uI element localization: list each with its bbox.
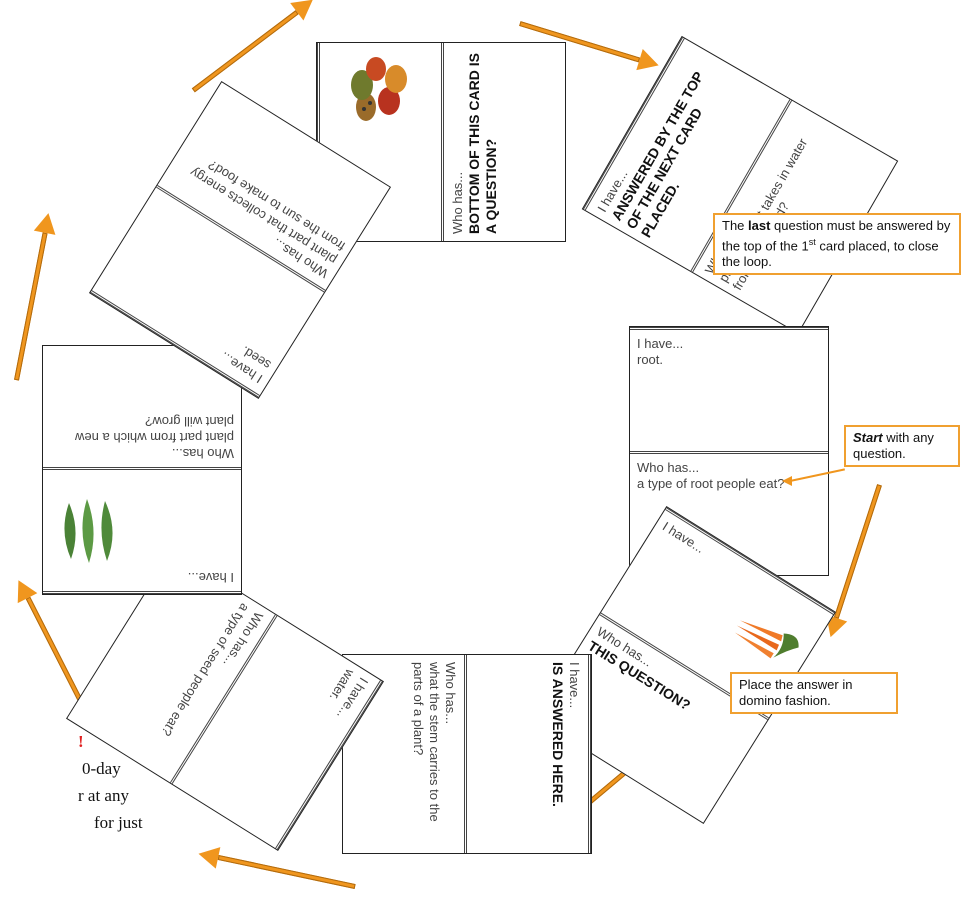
callout-sup: st — [808, 237, 816, 247]
card-question-text: what the stem carries to the parts of a … — [411, 662, 442, 822]
card-answered-next: I have... ANSWERED BY THE TOP OF THE NEX… — [581, 35, 899, 335]
card-answer-half: I have... — [317, 43, 441, 241]
cropped-line: r at any — [78, 786, 129, 805]
i-have-label: I have... — [187, 570, 234, 585]
carrots-image — [734, 620, 799, 659]
callout-text: The — [722, 218, 749, 233]
card-answer-half: I have... IS ANSWERED HERE. — [467, 655, 591, 853]
who-has-label: Who has... — [450, 171, 465, 234]
who-has-label: Who has... — [443, 662, 458, 725]
callout-bold: last — [748, 218, 771, 233]
card-question-text: plant part from which a new plant will g… — [75, 414, 234, 445]
card-answer-text: root. — [637, 352, 664, 367]
arrow-right-icon — [190, 0, 320, 94]
pointer-arrowhead-icon — [782, 476, 792, 486]
arrow-up-left-icon — [8, 575, 86, 707]
cropped-exclamation: ! — [78, 732, 84, 751]
card-question-half: Who has... a type of root people eat? — [630, 451, 828, 575]
card-answer-half: I have... root. — [630, 327, 828, 451]
i-have-label: I have... — [637, 336, 684, 351]
who-has-label: Who has... — [637, 460, 700, 475]
card-carrots: I have... Who has... THIS QUESTION? — [533, 506, 837, 824]
i-have-label: I have... — [567, 662, 582, 709]
callout-bold: Start — [853, 430, 883, 445]
card-question-text: a type of root people eat? — [637, 476, 785, 491]
cropped-line: for just — [94, 813, 143, 832]
card-peas: I have... Who has... plant part from whi… — [42, 345, 242, 595]
cropped-side-text: ! 0-day r at any for just — [0, 728, 143, 836]
card-answer-text: IS ANSWERED HERE. — [550, 662, 566, 807]
arrow-down-icon — [820, 483, 885, 641]
autumn-leaves-image — [351, 57, 407, 121]
card-leaves: I have... Who has... BOTTOM OF THIS CARD… — [316, 42, 566, 242]
arrow-left-icon — [196, 842, 356, 892]
callout-text: card placed, to close the loop. — [722, 238, 939, 270]
callout-text: with any question. — [853, 430, 934, 461]
callout-start: Start with any question. — [844, 425, 960, 467]
card-question-text: BOTTOM OF THIS CARD IS A QUESTION? — [466, 53, 499, 234]
callout-text: Place the answer in domino fashion. — [739, 677, 853, 708]
cropped-line: 0-day — [82, 759, 121, 778]
callout-place-answer: Place the answer in domino fashion. — [730, 672, 898, 714]
callout-last-question: The last question must be answered by th… — [713, 213, 961, 276]
card-answer-half: I have... — [601, 507, 835, 718]
callout-text: question must be answered by the top of … — [722, 218, 951, 254]
card-question-half: Who has... BOTTOM OF THIS CARD IS A QUES… — [441, 43, 565, 241]
who-has-label: Who has... — [171, 446, 234, 461]
pea-pods-image — [64, 499, 113, 563]
card-answer-half: I have... — [43, 470, 241, 594]
